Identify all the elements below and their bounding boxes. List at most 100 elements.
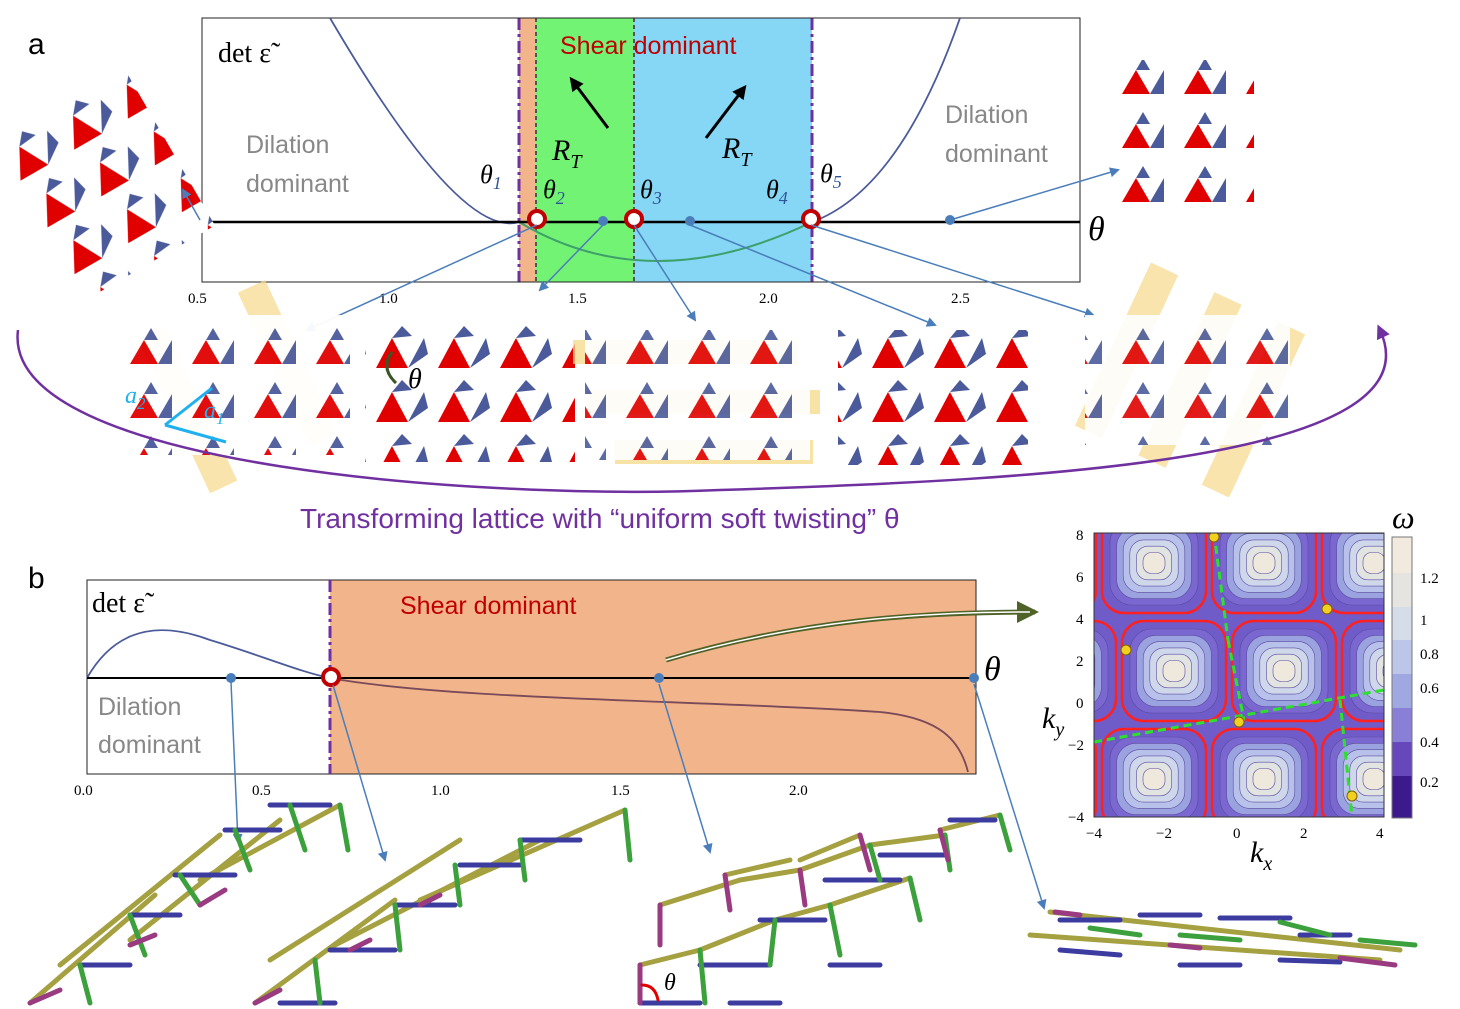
rt-label-1: RT: [551, 134, 583, 173]
cb-tick-0: 1.2: [1420, 571, 1439, 587]
rt-arrow-1: [569, 76, 610, 129]
lattice-3: [573, 330, 820, 464]
contour-level: [1053, 877, 1075, 898]
contour-level: [1033, 858, 1095, 917]
x-ticks-b: 0.0 0.5 1.0 1.5 2.0: [74, 783, 808, 799]
contour-level: [1094, 639, 1102, 703]
contour-level: [1440, 737, 1460, 821]
contour-level: [1363, 858, 1425, 917]
tick-a-3: 2.0: [759, 291, 778, 307]
bond-lattice-3: θ: [637, 812, 1013, 1006]
contour-level: [1142, 768, 1166, 790]
dilation-right-2: dominant: [945, 140, 1048, 168]
zero-mode-contour: [1342, 405, 1446, 505]
inset-ytick-1: 6: [1076, 570, 1084, 586]
inset-xtick-4: 4: [1376, 826, 1384, 842]
omega-label: ω: [1392, 499, 1415, 535]
det-curve-b-right: [329, 677, 969, 773]
contour-level: [1033, 553, 1055, 574]
contour-inset: [1007, 405, 1460, 937]
contour-level: [1383, 445, 1405, 466]
marker-dot-mid1: [598, 216, 608, 226]
contour-level: [1370, 864, 1418, 910]
contour-level: [1350, 845, 1438, 929]
dilation-b-2: dominant: [98, 731, 201, 759]
pointer-arrows-a: [182, 167, 1120, 332]
contour-level: [1033, 769, 1055, 790]
contour-level: [1357, 851, 1432, 922]
zero-mode-contour: [1452, 405, 1460, 505]
lattice-4: [838, 330, 1028, 465]
contour-level: [1350, 413, 1438, 497]
contour-level: [1046, 870, 1081, 904]
contour-level: [1007, 527, 1082, 598]
tick-a-2: 1.5: [568, 291, 587, 307]
ky-label: ky: [1042, 702, 1064, 741]
contour-level: [1362, 552, 1384, 574]
inset-ytick-5: −2: [1068, 738, 1084, 754]
contour-level: [1040, 864, 1088, 910]
contour-level: [1137, 851, 1212, 922]
panel-b-label: b: [28, 562, 45, 595]
zero-mode-contour: [1100, 533, 1208, 615]
inset-y-ticks: 8 6 4 2 0 −2 −4: [1068, 528, 1084, 826]
zero-mode-contour: [1094, 533, 1098, 603]
contour-level: [1370, 432, 1418, 478]
lattice-theta-label: θ: [408, 364, 422, 395]
inset-ytick-3: 2: [1076, 654, 1084, 670]
contour-level: [1150, 864, 1198, 910]
contour-level: [1046, 438, 1081, 472]
contour-level: [1026, 762, 1061, 796]
contour-level: [1362, 768, 1384, 790]
zero-mode-contour: [1452, 621, 1460, 721]
critical-point-4: [801, 209, 821, 229]
zero-mode-contour: [1432, 513, 1460, 613]
inset-ytick-6: −4: [1068, 810, 1084, 826]
contour-level: [1053, 661, 1075, 682]
inset-ytick-4: 0: [1076, 696, 1084, 712]
zero-mode-contour: [1210, 533, 1318, 615]
det-curve-b-left: [86, 629, 331, 679]
det-curve-left: [329, 18, 520, 225]
tick-b-4: 2.0: [789, 783, 808, 799]
weyl-line: [1226, 639, 1246, 721]
green-band: [536, 18, 634, 282]
contour-level: [1453, 750, 1460, 809]
inset-xtick-3: 2: [1300, 826, 1308, 842]
contour-level: [1383, 877, 1405, 898]
contour-level: [1447, 743, 1460, 814]
theta2-label: θ2: [543, 175, 565, 208]
shear-label-b: Shear dominant: [400, 592, 577, 620]
det-curve-right: [811, 18, 961, 223]
weyl-point: [1208, 533, 1220, 543]
zero-mode-contour: [1342, 837, 1446, 937]
kx-label: kx: [1250, 836, 1272, 875]
orange-band: [519, 18, 536, 282]
contour-level: [1013, 750, 1075, 809]
weyl-point: [1120, 644, 1132, 656]
bond-lattice-4: [1027, 909, 1418, 968]
contour-level: [1156, 870, 1191, 904]
critical-point-b: [321, 667, 341, 687]
contour-level: [1143, 858, 1205, 917]
weyl-point: [1321, 603, 1333, 615]
contour-level: [1376, 870, 1411, 904]
marker-dot-mid2: [685, 216, 695, 226]
tick-b-2: 1.0: [431, 783, 450, 799]
det-label-a: det ε̃: [218, 38, 281, 69]
theta-axis-label-a: θ: [1088, 211, 1105, 248]
theta3-label: θ3: [640, 175, 662, 208]
critical-point-3: [624, 209, 644, 229]
contour-level: [1142, 552, 1166, 574]
x-ticks-a: 0.5 1.0 1.5 2.0 2.5: [188, 291, 970, 307]
lattice-thumb-left: [0, 69, 215, 301]
contour-level: [1020, 540, 1068, 586]
dilation-right-1: Dilation: [945, 101, 1028, 129]
a1-vector: [164, 423, 227, 444]
rt-label-2: RT: [721, 132, 753, 171]
contour-level: [1252, 552, 1276, 574]
lattice-1: a2 a1: [125, 280, 350, 494]
zero-mode-contour: [1120, 619, 1228, 723]
tick-a-4: 2.5: [951, 291, 970, 307]
cb-tick-4: 0.4: [1420, 735, 1439, 751]
